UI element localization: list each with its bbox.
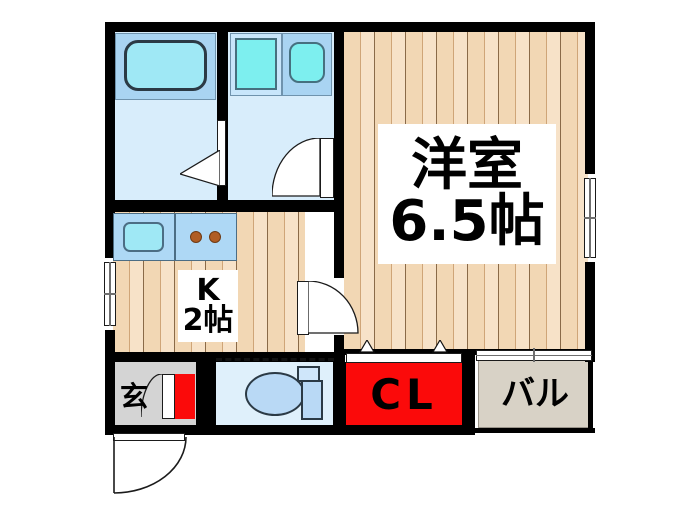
toilet-tank [301, 380, 323, 420]
wall-room-bottom [344, 349, 588, 355]
gas-burner-right [209, 231, 221, 243]
entrance-label: 玄 [110, 374, 158, 419]
wall-right-lower [585, 262, 595, 362]
wall-bath-washroom [217, 32, 228, 200]
shoe-cabinet-door-leaf[interactable] [162, 374, 175, 419]
bathtub [124, 40, 207, 91]
wall-washroom-room [334, 22, 344, 212]
washroom-door-swing [272, 138, 322, 198]
washbasin [289, 42, 325, 83]
wall-left-lower [105, 330, 115, 435]
kitchen-sink-bowl [123, 222, 164, 252]
closet-door-arrow-left [359, 340, 375, 353]
balcony-label-text: バル [501, 374, 569, 414]
main-room-label-text: 洋室 6.5帖 [389, 133, 545, 254]
kitchen-window-mullion [104, 293, 116, 295]
entrance-label-text: 玄 [119, 379, 148, 413]
wall-right-upper [585, 22, 595, 174]
kitchen-label-text: K 2帖 [182, 273, 234, 338]
wall-entrance-toilet [196, 362, 216, 426]
closet-label: CL [345, 362, 463, 428]
balcony-door-mullion [533, 348, 535, 362]
toilet-bowl [245, 372, 305, 416]
wall-kitchen-room-lower [334, 335, 344, 362]
toilet-cistern-top [297, 366, 320, 382]
main-room-label: 洋室 6.5帖 [378, 124, 556, 264]
balcony-label: バル [478, 360, 592, 428]
closet-sliding-doors[interactable] [346, 353, 462, 363]
wall-toilet-closet [333, 362, 346, 427]
washroom-door-leaf[interactable] [320, 138, 334, 198]
kitchen-room-door-swing [308, 281, 360, 335]
washing-machine-space [235, 38, 277, 90]
entry-door-swing [113, 437, 188, 497]
gas-stove-unit [175, 213, 237, 261]
balcony-floor [478, 360, 592, 428]
kitchen-label: K 2帖 [178, 270, 238, 342]
shoe-cabinet-door-swing [141, 374, 163, 419]
wall-bottom-mid [335, 425, 475, 435]
bathroom-door-swing [180, 150, 220, 188]
wall-bottom-balcony [470, 428, 595, 433]
closet-area [345, 362, 463, 428]
gas-burner-left [190, 231, 202, 243]
wall-kitchen-bottom-left [105, 352, 203, 362]
wall-hall-bottom [203, 352, 345, 362]
wall-kitchen-room [334, 212, 344, 278]
closet-door-arrow-right [432, 340, 448, 353]
wall-bottom-left [105, 425, 335, 435]
toilet-sliding-door[interactable] [216, 358, 334, 364]
shoe-cabinet [175, 374, 195, 419]
wall-top [105, 22, 595, 32]
closet-label-text: CL [370, 370, 438, 419]
wall-left-upper [105, 22, 115, 258]
room-window-mullion [584, 217, 596, 219]
wall-right-balcony [588, 355, 593, 433]
wall-bath-bottom [105, 200, 336, 212]
wall-closet-balcony [462, 352, 475, 428]
